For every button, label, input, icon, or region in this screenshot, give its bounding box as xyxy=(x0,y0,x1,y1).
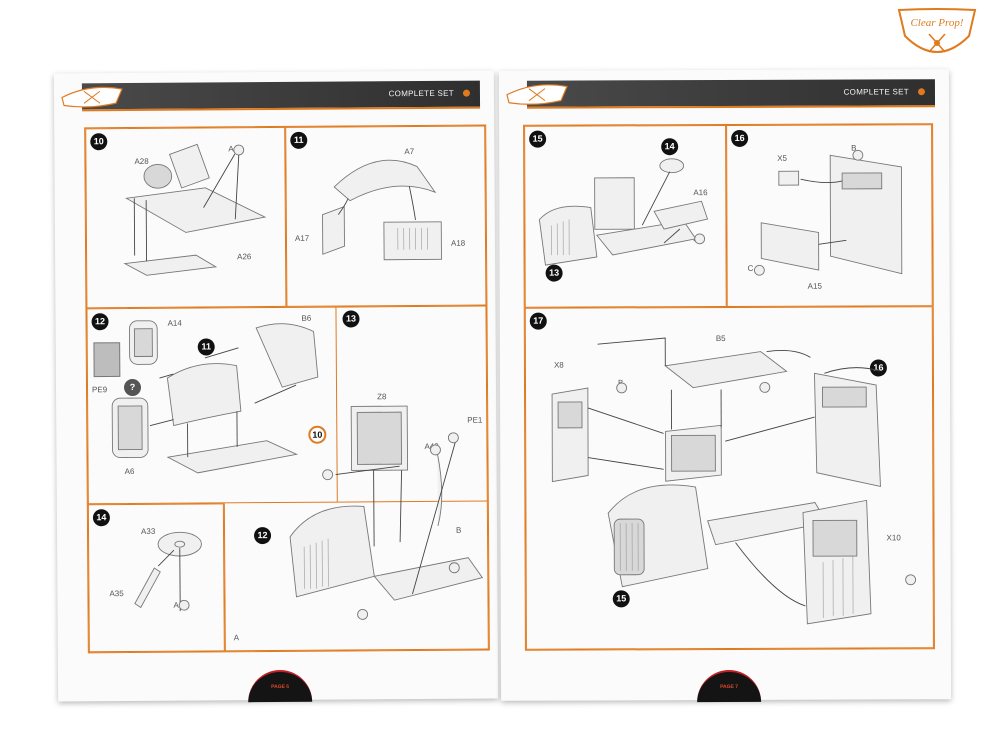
step-17-panel: 17 B5 X8 X10 B 16 15 xyxy=(524,306,934,650)
page-number-tab: PAGE 7 xyxy=(696,669,762,703)
step-16-panel: 16 X5 B7 A15 B C xyxy=(726,124,933,307)
step-16-drawing xyxy=(753,149,903,276)
header-dot-icon xyxy=(462,89,470,97)
left-instruction-page: COMPLETE SET 10 A28 A26 A 11 A7 xyxy=(53,70,499,703)
clear-prop-logo: Clear Prop! xyxy=(897,8,977,53)
step-13-drawing xyxy=(289,405,484,620)
step-grid: 15 A16 A C 14 13 16 X5 B7 A15 B xyxy=(523,123,935,651)
step-17-drawing xyxy=(551,337,917,625)
right-instruction-page: COMPLETE SET 15 A16 A C 14 13 xyxy=(498,69,952,703)
step-12-panel: 12 A14 PE9 A6 B6 11 10 ? xyxy=(86,306,338,505)
page-number-tab: PAGE 6 xyxy=(247,669,313,703)
step-grid: 10 A28 A26 A 11 A7 A17 A18 xyxy=(84,124,490,654)
step-10-panel: 10 A28 A26 A xyxy=(85,126,287,309)
page-header: COMPLETE SET xyxy=(81,80,481,112)
step-15-panel: 15 A16 A C 14 13 xyxy=(524,124,727,308)
step-10-drawing xyxy=(123,143,267,276)
step-12-drawing xyxy=(93,320,319,474)
step-11-drawing xyxy=(322,159,442,261)
mini-logo-icon xyxy=(506,84,568,105)
page-number-label: PAGE 6 xyxy=(271,683,290,691)
mini-logo-icon xyxy=(61,86,123,108)
header-dot-icon xyxy=(917,88,925,96)
page-header: COMPLETE SET xyxy=(526,79,936,109)
header-set-label: COMPLETE SET xyxy=(388,88,454,99)
step-14-drawing xyxy=(134,531,202,612)
logo-text: Clear Prop! xyxy=(910,17,963,29)
page-number-label: PAGE 7 xyxy=(720,683,739,691)
header-set-label: COMPLETE SET xyxy=(843,87,909,97)
step-11-panel: 11 A7 A17 A18 xyxy=(285,125,487,307)
step-15-drawing xyxy=(538,158,709,266)
step-14-panel: 14 A33 A35 A xyxy=(87,503,225,653)
